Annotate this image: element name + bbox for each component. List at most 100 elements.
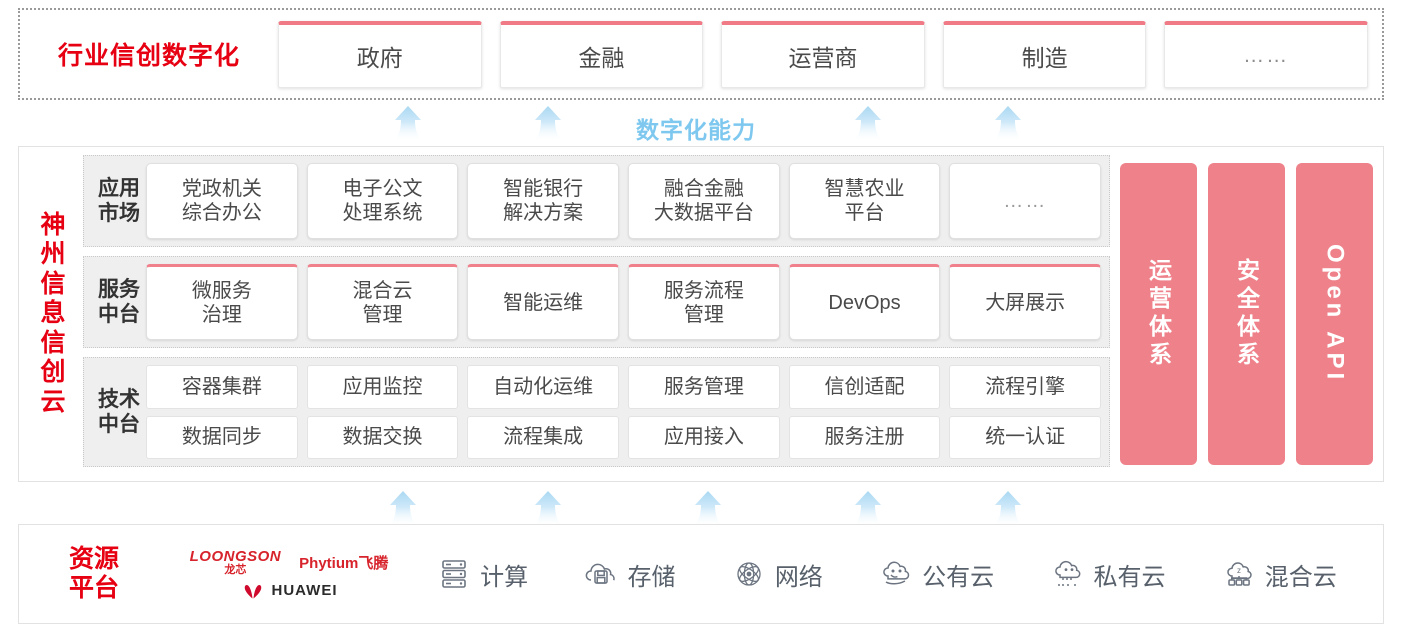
cloud-title-char-3: 信	[40, 269, 66, 298]
resource-item-label-1: 计算	[480, 563, 529, 591]
loongson-logo: LOONGSON 龙芯	[190, 549, 282, 576]
cloud-platform-body: 应用市场 党政机关 综合办公电子公文 处理系统智能银行 解决方案融合金融 大数据…	[81, 147, 1383, 481]
resource-arrow-up-4	[845, 490, 891, 528]
side-pillar-list: 运营体系 安全体系 Open API	[1120, 155, 1373, 473]
resource-item-6[interactable]: z 混合云	[1222, 557, 1337, 592]
vendor-logo-row-top: LOONGSON 龙芯 Phytium飞腾	[190, 549, 389, 576]
cloud-layer-column: 应用市场 党政机关 综合办公电子公文 处理系统智能银行 解决方案融合金融 大数据…	[83, 155, 1110, 473]
capability-label: 数字化能力	[636, 117, 756, 143]
industry-card-4[interactable]: 制造	[942, 20, 1147, 88]
tech-platform-card-2-4[interactable]: 应用接入	[628, 415, 780, 459]
resource-item-2[interactable]: 存储	[584, 557, 675, 592]
tech-platform-card-1-2[interactable]: 应用监控	[306, 365, 459, 409]
resource-title-line-1: 资源	[68, 544, 119, 573]
tech-platform-card-1-1[interactable]: 容器集群	[146, 365, 298, 409]
app-market-card-list: 党政机关 综合办公电子公文 处理系统智能银行 解决方案融合金融 大数据平台智慧农…	[146, 163, 1102, 239]
cloud-platform-container: 神州信息信创云 应用市场 党政机关 综合办公电子公文 处理系统智能银行 解决方案…	[18, 146, 1384, 482]
service-platform-card-5[interactable]: DevOps	[788, 264, 941, 340]
app-market-card-5[interactable]: 智慧农业 平台	[788, 163, 941, 239]
layer-label-app-line-1: 应用	[98, 176, 140, 200]
app-market-card-3[interactable]: 智能银行 解决方案	[467, 163, 620, 239]
service-platform-card-1[interactable]: 微服务 治理	[146, 264, 298, 340]
layer-label-app-market: 应用市场	[92, 176, 146, 226]
cloud-title-char-5: 信	[40, 328, 66, 357]
service-platform-card-2[interactable]: 混合云 管理	[306, 264, 459, 340]
layer-label-tech-line-2: 中台	[98, 413, 140, 436]
side-pillar-1[interactable]: 运营体系	[1120, 163, 1197, 465]
private-cloud-icon	[1050, 557, 1084, 591]
loongson-logo-cn: 龙芯	[224, 564, 247, 576]
industry-card-3[interactable]: 运营商	[721, 20, 925, 88]
huawei-logo: HUAWEI	[241, 582, 338, 599]
industry-band-title: 行业信创数字化	[57, 42, 240, 70]
side-pillar-2[interactable]: 安全体系	[1208, 163, 1285, 465]
capability-arrow-up-3	[845, 105, 891, 143]
industry-card-2[interactable]: 金融	[499, 20, 704, 88]
resource-item-5[interactable]: 私有云	[1050, 557, 1165, 592]
public-cloud-icon	[879, 557, 913, 591]
app-market-card-4[interactable]: 融合金融 大数据平台	[628, 163, 780, 239]
app-market-card-6[interactable]: ……	[949, 163, 1102, 239]
industry-band: 行业信创数字化 政府金融运营商制造……	[18, 8, 1384, 100]
cloud-title-char-6: 创	[40, 358, 66, 387]
service-platform-card-4[interactable]: 服务流程 管理	[628, 264, 780, 340]
server-icon	[437, 557, 471, 591]
side-pillar-3[interactable]: Open API	[1296, 163, 1373, 465]
service-platform-card-3[interactable]: 智能运维	[467, 264, 620, 340]
app-market-card-1[interactable]: 党政机关 综合办公	[146, 163, 298, 239]
tech-platform-card-1-4[interactable]: 服务管理	[628, 365, 780, 409]
resource-item-1[interactable]: 计算	[437, 557, 528, 592]
resource-platform-container: 资源平台 LOONGSON 龙芯 Phytium飞腾	[18, 524, 1384, 624]
vendor-logo-row-bottom: HUAWEI	[241, 582, 338, 599]
side-pillar-label-1: 运营体系	[1145, 258, 1172, 370]
layer-label-app-line-2: 市场	[98, 202, 140, 225]
tech-platform-card-1-5[interactable]: 信创适配	[788, 365, 941, 409]
cloud-platform-title: 神州信息信创云	[19, 147, 81, 481]
tech-platform-card-grid: 容器集群应用监控自动化运维服务管理信创适配流程引擎数据同步数据交换流程集成应用接…	[146, 365, 1102, 459]
tech-platform-card-2-2[interactable]: 数据交换	[306, 415, 459, 459]
layer-label-service-platform: 服务中台	[92, 277, 146, 327]
resource-item-label-2: 存储	[627, 563, 676, 591]
vendor-logo-group: LOONGSON 龙芯 Phytium飞腾 HUAWEI	[169, 549, 409, 599]
tech-platform-card-2-5[interactable]: 服务注册	[788, 415, 941, 459]
resource-item-label-6: 混合云	[1264, 563, 1337, 591]
network-icon	[732, 557, 766, 591]
resource-arrow-up-3	[685, 490, 731, 528]
industry-card-list: 政府金融运营商制造……	[278, 20, 1382, 88]
capability-arrow-up-1	[385, 105, 431, 143]
cloud-title-char-4: 息	[40, 299, 66, 328]
tech-platform-card-2-6[interactable]: 统一认证	[949, 415, 1102, 459]
hybrid-cloud-icon: z	[1222, 557, 1256, 591]
app-market-card-2[interactable]: 电子公文 处理系统	[306, 163, 459, 239]
resource-item-4[interactable]: 公有云	[879, 557, 994, 592]
side-pillar-label-3: Open API	[1321, 244, 1349, 384]
layer-label-tech-platform: 技术中台	[92, 387, 146, 437]
layer-label-service-line-1: 服务	[98, 277, 140, 301]
tech-platform-row-1: 容器集群应用监控自动化运维服务管理信创适配流程引擎	[146, 365, 1102, 409]
huawei-mark-icon	[241, 582, 265, 599]
layer-label-tech-line-1: 技术	[98, 387, 140, 411]
resource-arrow-up-1	[380, 490, 426, 528]
cloud-title-char-7: 云	[40, 387, 66, 416]
phytium-logo: Phytium飞腾	[299, 555, 389, 572]
svg-text:z: z	[1237, 566, 1241, 575]
resource-item-label-3: 网络	[774, 563, 823, 591]
side-pillar-label-2: 安全体系	[1233, 258, 1260, 370]
huawei-logo-text: HUAWEI	[271, 582, 338, 599]
cloud-storage-icon	[584, 557, 618, 591]
industry-card-1[interactable]: 政府	[278, 20, 482, 88]
layer-label-service-line-2: 中台	[98, 303, 140, 326]
industry-card-5[interactable]: ……	[1164, 20, 1368, 88]
layer-app-market: 应用市场 党政机关 综合办公电子公文 处理系统智能银行 解决方案融合金融 大数据…	[83, 155, 1110, 247]
resource-arrow-up-5	[985, 490, 1031, 528]
resource-item-3[interactable]: 网络	[732, 557, 823, 592]
resource-item-label-4: 公有云	[922, 563, 995, 591]
tech-platform-card-2-3[interactable]: 流程集成	[467, 415, 620, 459]
tech-platform-card-1-3[interactable]: 自动化运维	[467, 365, 620, 409]
tech-platform-card-1-6[interactable]: 流程引擎	[949, 365, 1102, 409]
service-platform-card-6[interactable]: 大屏展示	[949, 264, 1102, 340]
capability-arrow-strip-top: 数字化能力	[0, 103, 1402, 143]
tech-platform-card-2-1[interactable]: 数据同步	[146, 415, 298, 459]
resource-item-label-5: 私有云	[1093, 563, 1166, 591]
